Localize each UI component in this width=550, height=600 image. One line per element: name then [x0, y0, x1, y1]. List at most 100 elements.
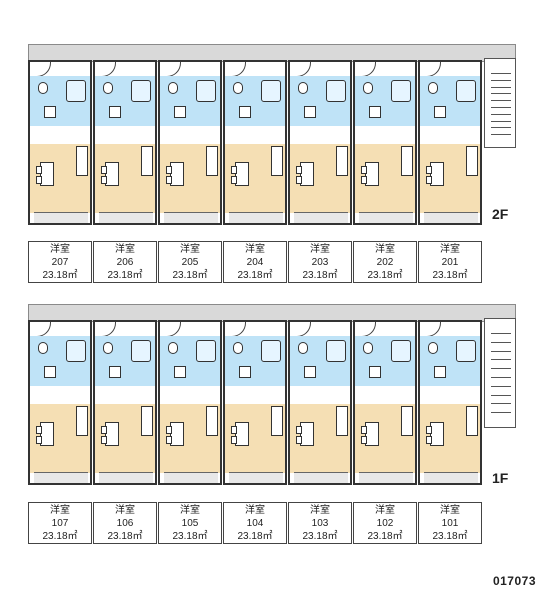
entrance-door-icon	[231, 322, 246, 337]
bathroom-area	[420, 336, 480, 387]
chair-icon	[296, 436, 302, 444]
unit-103[interactable]	[288, 320, 352, 485]
table-icon	[430, 162, 444, 186]
kitchen-area	[225, 386, 285, 405]
unit-104[interactable]	[223, 320, 287, 485]
balcony	[294, 212, 348, 223]
washbasin-icon	[434, 366, 446, 378]
closet	[141, 406, 153, 436]
unit-206[interactable]	[93, 60, 157, 225]
chair-icon	[101, 426, 107, 434]
toilet-icon	[103, 82, 113, 94]
unit-type: 洋室	[50, 505, 70, 516]
stair-step	[491, 134, 511, 136]
table-icon	[105, 162, 119, 186]
bathtub-icon	[66, 340, 86, 362]
table-icon	[300, 422, 314, 446]
unit-201[interactable]	[418, 60, 482, 225]
toilet-icon	[363, 82, 373, 94]
unit-type: 洋室	[375, 244, 395, 255]
stair-step	[491, 341, 511, 343]
bathtub-icon	[391, 340, 411, 362]
entrance-door-icon	[296, 62, 311, 77]
chair-icon	[166, 426, 172, 434]
table-icon	[235, 422, 249, 446]
entrance-door-icon	[166, 62, 181, 77]
unit-105[interactable]	[158, 320, 222, 485]
unit-203[interactable]	[288, 60, 352, 225]
toilet-icon	[38, 342, 48, 354]
bathroom-area	[355, 76, 415, 127]
floor-label: 2F	[492, 206, 509, 222]
bathroom-area	[420, 76, 480, 127]
entrance-door-icon	[36, 322, 51, 337]
bathroom-area	[95, 336, 155, 387]
unit-number: 103	[311, 518, 329, 529]
unit-type: 洋室	[180, 244, 200, 255]
balcony	[164, 472, 218, 483]
chair-icon	[426, 166, 432, 174]
table-icon	[170, 162, 184, 186]
stair-step	[491, 359, 511, 361]
unit-106[interactable]	[93, 320, 157, 485]
toilet-icon	[103, 342, 113, 354]
toilet-icon	[233, 82, 243, 94]
bathtub-icon	[261, 80, 281, 102]
chair-icon	[361, 176, 367, 184]
chair-icon	[101, 436, 107, 444]
unit-202[interactable]	[353, 60, 417, 225]
unit-type: 洋室	[115, 505, 135, 516]
table-icon	[40, 422, 54, 446]
closet	[336, 406, 348, 436]
unit-204[interactable]	[223, 60, 287, 225]
stair-step	[491, 385, 511, 387]
table-icon	[365, 422, 379, 446]
chair-icon	[36, 436, 42, 444]
balcony	[99, 472, 153, 483]
washbasin-icon	[434, 106, 446, 118]
chair-icon	[166, 166, 172, 174]
chair-icon	[231, 436, 237, 444]
unit-type: 洋室	[375, 505, 395, 516]
unit-number: 206	[116, 257, 134, 268]
unit-area: 23.18㎡	[172, 531, 208, 542]
washbasin-icon	[304, 106, 316, 118]
floor-label: 1F	[492, 470, 509, 486]
table-icon	[365, 162, 379, 186]
balcony	[424, 212, 478, 223]
washbasin-icon	[369, 106, 381, 118]
entrance-door-icon	[361, 322, 376, 337]
unit-number: 105	[181, 518, 199, 529]
unit-area: 23.18㎡	[107, 270, 143, 281]
table-icon	[40, 162, 54, 186]
stair-step	[491, 79, 511, 81]
stair-step	[491, 127, 511, 129]
bathtub-icon	[456, 340, 476, 362]
chair-icon	[166, 436, 172, 444]
unit-102[interactable]	[353, 320, 417, 485]
washbasin-icon	[174, 366, 186, 378]
balcony	[34, 472, 88, 483]
chair-icon	[361, 166, 367, 174]
unit-number: 203	[311, 257, 329, 268]
unit-207[interactable]	[28, 60, 92, 225]
closet	[206, 146, 218, 176]
entrance-door-icon	[361, 62, 376, 77]
unit-205[interactable]	[158, 60, 222, 225]
kitchen-area	[30, 126, 90, 145]
unit-area: 23.18㎡	[42, 270, 78, 281]
entrance-door-icon	[101, 62, 116, 77]
kitchen-area	[420, 126, 480, 145]
stair-step	[491, 107, 511, 108]
bathtub-icon	[391, 80, 411, 102]
unit-107[interactable]	[28, 320, 92, 485]
unit-type: 洋室	[310, 505, 330, 516]
bathroom-area	[225, 76, 285, 127]
unit-101[interactable]	[418, 320, 482, 485]
